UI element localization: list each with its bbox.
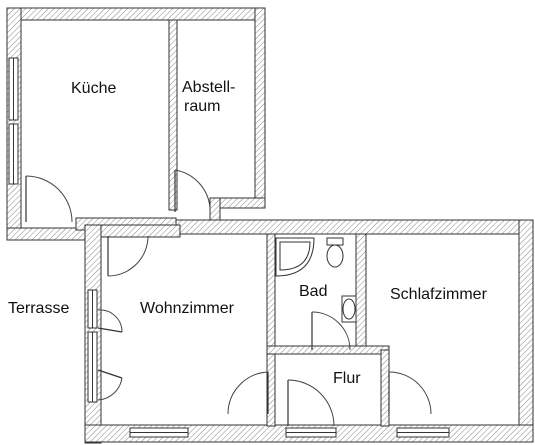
living-windows — [87, 289, 98, 403]
room-label-kitchen: Küche — [71, 80, 117, 97]
upper-walls — [6, 7, 266, 241]
wall-partition-kitchen-storage — [168, 19, 178, 211]
wall-bath-bottom — [266, 345, 390, 355]
room-label-living: Wohnzimmer — [140, 300, 234, 317]
wall-top-lower — [175, 219, 532, 235]
door-flur-entrance — [287, 379, 335, 427]
room-label-storage-line1: Abstell- — [182, 79, 236, 96]
room-label-bedroom: Schlafzimmer — [390, 286, 487, 303]
door-living-flur — [227, 371, 269, 415]
door-terrace-lower — [97, 369, 123, 401]
wall-partition-bath-bedroom — [355, 233, 367, 351]
bath-fixtures — [275, 237, 357, 323]
room-label-storage-line2: raum — [184, 98, 221, 115]
door-living-top — [107, 235, 149, 277]
doors — [25, 169, 432, 427]
shower-icon — [275, 237, 315, 277]
wall-right-storage — [254, 7, 266, 209]
door-bedroom — [388, 371, 432, 415]
area-label-terrace: Terrasse — [8, 300, 70, 317]
door-bath — [311, 311, 351, 351]
door-kitchen — [25, 175, 73, 223]
wall-storage-step — [209, 197, 221, 221]
wall-top-kitchen — [6, 7, 263, 21]
bottom-windows — [129, 427, 450, 438]
sink-icon — [341, 295, 357, 323]
door-terrace-upper — [97, 309, 123, 333]
kitchen-windows — [8, 57, 19, 185]
toilet-icon — [326, 237, 344, 268]
wall-right-bedroom — [518, 219, 534, 443]
wall-flur-right — [380, 349, 390, 427]
wall-partition-living-bath — [266, 233, 276, 427]
room-label-bath: Bad — [299, 283, 328, 300]
room-label-hall: Flur — [333, 370, 361, 387]
door-storage — [174, 169, 211, 212]
